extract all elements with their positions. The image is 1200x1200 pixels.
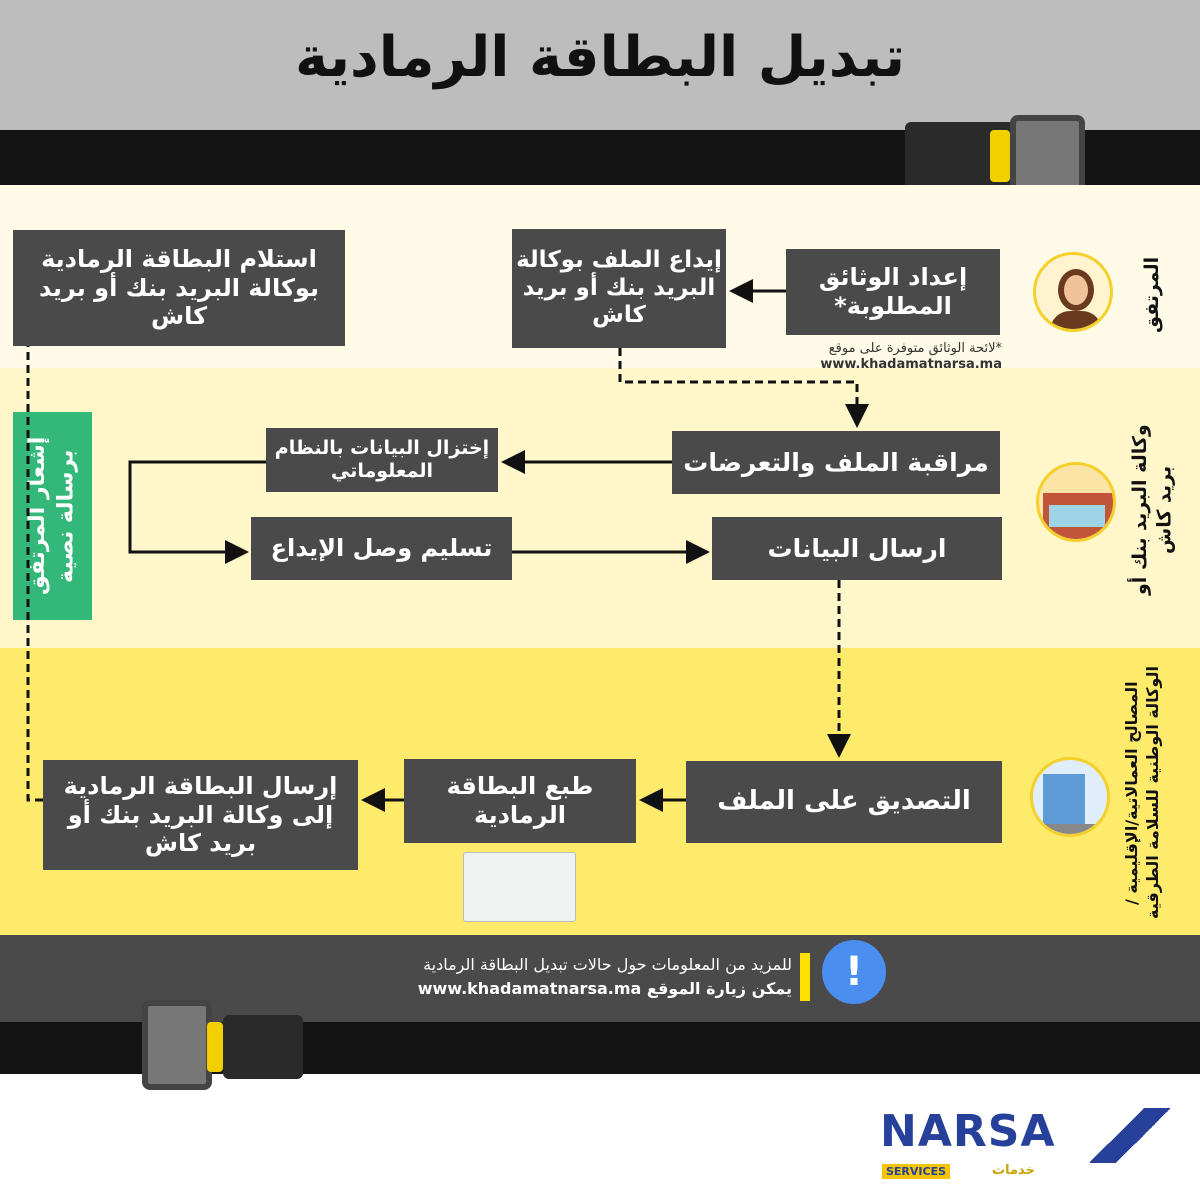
buckle-latch [990, 130, 1010, 182]
buckle-body-bottom [223, 1015, 303, 1079]
step-check-file: مراقبة الملف والتعرضات [672, 431, 1000, 494]
info-text: للمزيد من المعلومات حول حالات تبديل البط… [300, 953, 792, 1001]
logo-name: NARSA [880, 1106, 1056, 1157]
info-icon: ! [822, 940, 886, 1004]
road-icon [1090, 1108, 1170, 1163]
logo-sub-ar: خدمات [992, 1163, 1035, 1178]
step-print-card: طبع البطاقة الرمادية [404, 759, 636, 843]
page-title: تبديل البطاقة الرمادية [294, 25, 905, 90]
grey-card-image [463, 852, 576, 922]
step-deposit-receipt: تسليم وصل الإيداع [251, 517, 512, 580]
step-ship-card: إرسال البطاقة الرمادية إلى وكالة البريد … [43, 760, 358, 870]
header-band [0, 0, 1200, 130]
arrow-ship-receive [26, 346, 43, 802]
step-send-data: ارسال البيانات [712, 517, 1002, 580]
note-link[interactable]: www.khadamatnarsa.ma [820, 357, 1002, 372]
note-text: *لائحة الوثائق متوفرة على موقع [828, 341, 1002, 356]
buckle-latch-bottom [207, 1022, 223, 1072]
citizen-avatar [1033, 252, 1113, 332]
arrow-capture-receipt [128, 460, 266, 564]
info-accent-bar [800, 953, 810, 1001]
step-deposit-file: إيداع الملف بوكالة البريد بنك أو بريد كا… [512, 229, 726, 348]
documents-note: *لائحة الوثائق متوفرة على موقع www.khada… [740, 341, 1002, 373]
government-building-icon [1030, 757, 1110, 837]
logo-sub-en: SERVICES [882, 1164, 951, 1179]
step-validate-file: التصديق على الملف [686, 761, 1002, 843]
info-line-1: للمزيد من المعلومات حول حالات تبديل البط… [423, 955, 792, 974]
narsa-logo: NARSA SERVICES خدمات [880, 1108, 1180, 1184]
post-office-icon [1036, 462, 1116, 542]
arrow-deposit-check [618, 348, 869, 428]
info-line-2[interactable]: يمكن زيارة الموقع www.khadamatnarsa.ma [417, 979, 792, 998]
step-notify-citizen: إشعار المرتفق برسالة نصية [13, 412, 92, 620]
step-receive-card: استلام البطاقة الرمادية بوكالة البريد بن… [13, 230, 345, 346]
step-capture-data: إختزال البيانات بالنظام المعلوماتي [266, 428, 498, 492]
step-prepare-documents: إعداد الوثائق المطلوبة* [786, 249, 1000, 335]
lane-post [0, 368, 1200, 648]
